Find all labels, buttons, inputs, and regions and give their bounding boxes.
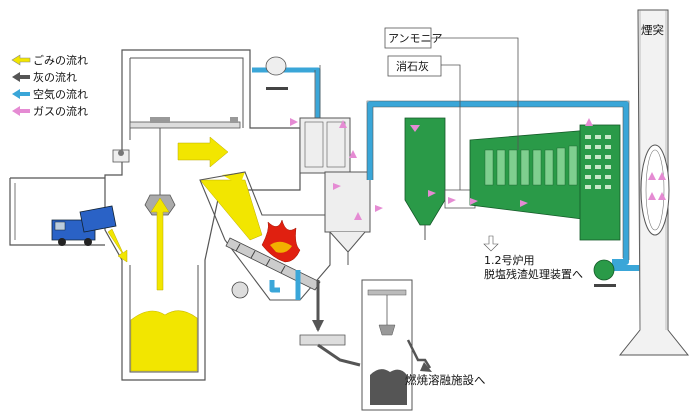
air-duct-outline: [314, 65, 321, 118]
residue-destination: 1.2号炉用 脱塩残渣処理装置へ: [483, 235, 583, 281]
chemical-feed-lines: [431, 37, 519, 190]
legend-label-gas: ガスの流れ: [33, 104, 88, 118]
slaked-lime-label: 消石灰: [396, 59, 429, 73]
residue-line2: 脱塩残渣処理装置へ: [484, 267, 583, 281]
top-air-duct: [367, 101, 640, 271]
legend-item-waste: ごみの流れ: [11, 53, 88, 67]
waste-feed: [177, 136, 263, 241]
boiler-section: [290, 117, 383, 265]
residue-line1: 1.2号炉用: [484, 254, 535, 267]
legend-item-gas: ガスの流れ: [12, 104, 88, 118]
ash-handling: 燃焼溶融施設へ: [299, 279, 486, 411]
chimney-label: 煙突: [641, 23, 664, 37]
slaked-lime-box: 消石灰: [387, 55, 442, 77]
legend-label-waste: ごみの流れ: [33, 53, 88, 67]
fire-icon: [261, 219, 301, 263]
legend: ごみの流れ 灰の流れ 空気の流れ ガスの流れ: [11, 53, 88, 118]
ammonia-label: アンモニア: [388, 32, 443, 45]
arrow-left-icon: [12, 72, 30, 82]
legend-item-air: 空気の流れ: [12, 87, 88, 101]
catalytic-reactor: [469, 118, 621, 287]
chimney: 煙突: [618, 9, 690, 356]
legend-label-air: 空気の流れ: [33, 87, 88, 101]
legend-label-ash: 灰の流れ: [33, 70, 77, 84]
waste-bunker: [104, 49, 301, 381]
legend-item-ash: 灰の流れ: [12, 70, 77, 84]
fdf-fan: [265, 56, 288, 90]
arrow-left-icon: [12, 89, 30, 99]
arrow-left-icon: [11, 54, 31, 66]
truck-platform: [9, 177, 117, 246]
arrow-left-icon: [12, 106, 30, 116]
ammonia-box: アンモニア: [384, 27, 443, 49]
melting-facility-label: 燃焼溶融施設へ: [405, 373, 486, 387]
gas-duct: [444, 189, 476, 209]
bag-filter: [404, 117, 446, 240]
